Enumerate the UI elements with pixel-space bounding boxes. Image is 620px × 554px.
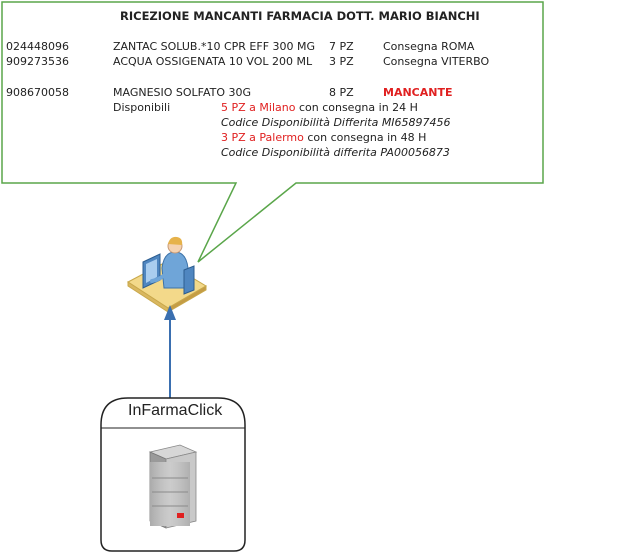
availability-palermo-delivery: con consegna in 48 H	[303, 131, 427, 144]
server-label: InFarmaClick	[128, 402, 223, 419]
row-product: MAGNESIO SOLFATO 30G	[113, 86, 252, 99]
row-qty: 7 PZ	[329, 40, 354, 53]
row-code: 024448096	[6, 40, 69, 53]
row-product: ZANTAC SOLUB.*10 CPR EFF 300 MG	[113, 40, 316, 53]
availability-line-3: 3 PZ a Palermo con consegna in 48 H	[221, 131, 426, 144]
callout-bubble	[1, 1, 544, 263]
callout-title: RICEZIONE MANCANTI FARMACIA DOTT. MARIO …	[120, 9, 480, 23]
row-qty: 8 PZ	[329, 86, 354, 99]
server-power-led	[177, 513, 184, 518]
arrow-head	[164, 305, 176, 320]
row-code: 909273536	[6, 55, 69, 68]
row-status-missing: MANCANTE	[383, 86, 453, 99]
server-tower-icon	[148, 444, 198, 529]
availability-line-1: 5 PZ a Milano con consegna in 24 H	[221, 101, 418, 114]
row-status: Consegna ROMA	[383, 40, 475, 53]
row-status: Consegna VITERBO	[383, 55, 490, 68]
availability-label: Disponibili	[113, 101, 171, 114]
row-product: ACQUA OSSIGENATA 10 VOL 200 ML	[113, 55, 313, 68]
availability-code-milano: Codice Disponibilità Differita MI6589745…	[221, 116, 451, 129]
row-qty: 3 PZ	[329, 55, 354, 68]
availability-milano: 5 PZ a Milano	[221, 101, 296, 114]
availability-milano-delivery: con consegna in 24 H	[295, 101, 418, 114]
person-at-computer-icon	[127, 236, 207, 313]
availability-code-palermo: Codice Disponibilità differita PA0005687…	[221, 146, 450, 159]
availability-palermo: 3 PZ a Palermo	[221, 131, 304, 144]
row-code: 908670058	[6, 86, 69, 99]
